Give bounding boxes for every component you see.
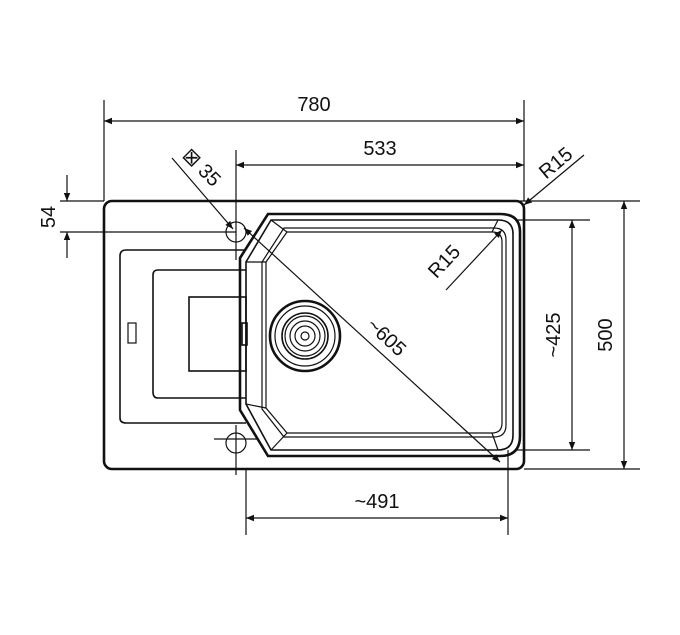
dim-bowl-offset: 533: [236, 138, 524, 169]
label-425: ~425: [543, 312, 565, 357]
label-491: ~491: [354, 491, 399, 513]
label-605: ~605: [362, 314, 410, 361]
label-780: 780: [297, 94, 330, 116]
label-tap-hole: ⊠ 35: [178, 144, 225, 191]
tap-hole-leader: ⊠ 35: [171, 144, 234, 230]
drainboard: [119, 249, 248, 424]
label-500: 500: [595, 318, 617, 351]
label-533: 533: [363, 138, 396, 160]
dim-bowl-width: ~491: [246, 491, 508, 522]
label-54: 54: [38, 206, 60, 228]
dim-overall-height: 500: [595, 201, 628, 469]
sink-outline: [102, 199, 526, 471]
outer-radius-leader: R15: [523, 143, 585, 206]
inner-radius-leader: R15: [424, 229, 503, 291]
dim-overall-width: 780: [104, 94, 524, 125]
overflow-slot: [127, 322, 137, 344]
label-r15-outer: R15: [535, 143, 577, 183]
dim-edge-54: 54: [38, 175, 71, 258]
dim-bowl-height: ~425: [543, 220, 576, 450]
drain: [268, 299, 342, 373]
